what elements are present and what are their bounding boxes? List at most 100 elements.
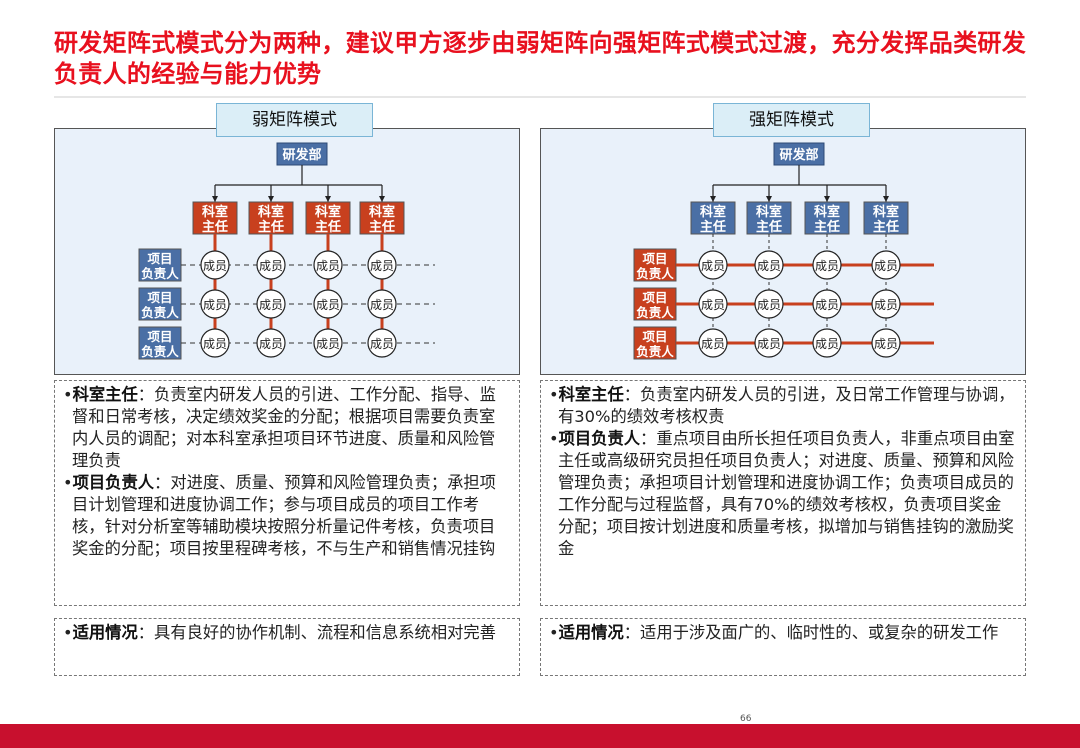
dept-head-label: 主任: [315, 219, 341, 235]
member-label: 成员: [316, 259, 340, 273]
project-lead-label: 项目: [642, 251, 667, 266]
member-node: [698, 289, 728, 319]
project-lead-box: [633, 326, 677, 360]
member-node: [812, 328, 842, 358]
member-node: [754, 328, 784, 358]
role-key: 项目负责人: [558, 429, 641, 448]
member-label: 成员: [874, 259, 898, 273]
member-node: [256, 328, 286, 358]
member-label: 成员: [815, 259, 839, 273]
dept-head-label: 主任: [258, 219, 284, 235]
project-lead-label: 负责人: [141, 305, 179, 320]
strong-matrix-applicability: •适用情况：适用于涉及面广的、临时性的、或复杂的研发工作: [540, 618, 1026, 676]
member-node: [754, 250, 784, 280]
dept-head-label: 科室: [258, 204, 284, 220]
member-label: 成员: [203, 337, 227, 351]
project-lead-label: 项目: [642, 329, 667, 344]
dept-head-label: 主任: [756, 219, 782, 235]
strong-head-desc: •科室主任：负责室内研发人员的引进，及日常工作管理与协调，有30%的绩效考核权责: [549, 385, 1015, 426]
member-node: [313, 328, 343, 358]
title-divider: [54, 96, 1026, 98]
member-node: [313, 289, 343, 319]
weak-matrix-applicability: •适用情况：具有良好的协作机制、流程和信息系统相对完善: [54, 618, 520, 676]
project-lead-label: 项目: [642, 290, 667, 305]
applicability-text: ：具有良好的协作机制、流程和信息系统相对完善: [137, 623, 496, 642]
footer-bar: [0, 724, 1080, 748]
member-node: [871, 289, 901, 319]
page-number: 66: [740, 714, 752, 724]
member-node: [256, 250, 286, 280]
dept-head-label: 主任: [873, 219, 899, 235]
dept-label: 研发部: [282, 147, 321, 163]
member-label: 成员: [316, 298, 340, 312]
dept-head-label: 科室: [202, 204, 228, 220]
project-lead-box: [138, 287, 182, 321]
strong-lead-desc: •项目负责人：重点项目由所长担任项目负责人，非重点项目由室主任或高级研究员担任项…: [549, 429, 1015, 558]
member-node: [698, 328, 728, 358]
member-label: 成员: [815, 298, 839, 312]
strong-matrix-label: 强矩阵模式: [713, 103, 870, 137]
dept-head-label: 科室: [814, 204, 840, 220]
member-label: 成员: [370, 298, 394, 312]
member-node: [698, 250, 728, 280]
weak-applicability-text: •适用情况：具有良好的协作机制、流程和信息系统相对完善: [63, 623, 496, 642]
project-lead-label: 项目: [147, 290, 172, 305]
project-lead-box: [138, 248, 182, 282]
member-node: [367, 328, 397, 358]
role-key: 科室主任: [558, 385, 624, 404]
dept-head-box: [863, 201, 909, 235]
dept-head-label: 主任: [700, 219, 726, 235]
member-node: [200, 328, 230, 358]
member-node: [367, 250, 397, 280]
role-text: ：负责室内研发人员的引进、工作分配、指导、监督和日常考核，决定绩效奖金的分配；根…: [72, 385, 496, 470]
dept-head-box: [359, 201, 405, 235]
strong-matrix-roles: •科室主任：负责室内研发人员的引进，及日常工作管理与协调，有30%的绩效考核权责…: [540, 380, 1026, 606]
member-node: [812, 250, 842, 280]
member-label: 成员: [757, 298, 781, 312]
applicability-key: 适用情况: [558, 623, 624, 642]
dept-head-label: 科室: [873, 204, 899, 220]
member-node: [871, 250, 901, 280]
member-label: 成员: [757, 259, 781, 273]
member-node: [871, 328, 901, 358]
member-label: 成员: [316, 337, 340, 351]
dept-head-label: 科室: [315, 204, 341, 220]
member-node: [367, 289, 397, 319]
applicability-text: ：适用于涉及面广的、临时性的、或复杂的研发工作: [623, 623, 999, 642]
project-lead-label: 项目: [147, 329, 172, 344]
member-label: 成员: [874, 298, 898, 312]
member-node: [754, 289, 784, 319]
strong-matrix-diagram: 研发部科室主任科室主任科室主任科室主任项目负责人成员成员成员成员项目负责人成员成…: [540, 128, 1026, 375]
member-label: 成员: [259, 337, 283, 351]
dept-head-label: 主任: [814, 219, 840, 235]
project-lead-label: 负责人: [141, 344, 179, 359]
arrow-head: [268, 196, 274, 202]
project-lead-label: 负责人: [636, 344, 674, 359]
weak-lead-desc: •项目负责人：对进度、质量、预算和风险管理负责；承担项目计划管理和进度协调工作；…: [63, 473, 496, 558]
project-lead-box: [633, 248, 677, 282]
arrow-head: [379, 196, 385, 202]
role-key: 项目负责人: [72, 473, 155, 492]
page-title: 研发矩阵式模式分为两种，建议甲方逐步由弱矩阵向强矩阵式模式过渡，充分发挥品类研发…: [54, 29, 1026, 88]
arrow-head: [710, 196, 716, 202]
member-label: 成员: [259, 259, 283, 273]
member-label: 成员: [259, 298, 283, 312]
dept-head-box: [690, 201, 736, 235]
strong-matrix-org-chart: 研发部科室主任科室主任科室主任科室主任项目负责人成员成员成员成员项目负责人成员成…: [633, 142, 934, 360]
member-label: 成员: [757, 337, 781, 351]
dept-head-label: 科室: [369, 204, 395, 220]
member-node: [256, 289, 286, 319]
member-label: 成员: [370, 337, 394, 351]
arrow-head: [325, 196, 331, 202]
weak-head-desc: •科室主任：负责室内研发人员的引进、工作分配、指导、监督和日常考核，决定绩效奖金…: [63, 385, 496, 470]
role-text: ：负责室内研发人员的引进，及日常工作管理与协调，有30%的绩效考核权责: [558, 385, 1015, 426]
arrow-head: [766, 196, 772, 202]
member-label: 成员: [203, 298, 227, 312]
dept-head-label: 科室: [700, 204, 726, 220]
dept-label: 研发部: [779, 147, 818, 163]
member-node: [313, 250, 343, 280]
dept-head-label: 科室: [756, 204, 782, 220]
applicability-key: 适用情况: [72, 623, 138, 642]
role-text: ：重点项目由所长担任项目负责人，非重点项目由室主任或高级研究员担任项目负责人；对…: [558, 429, 1015, 558]
project-lead-label: 负责人: [636, 266, 674, 281]
